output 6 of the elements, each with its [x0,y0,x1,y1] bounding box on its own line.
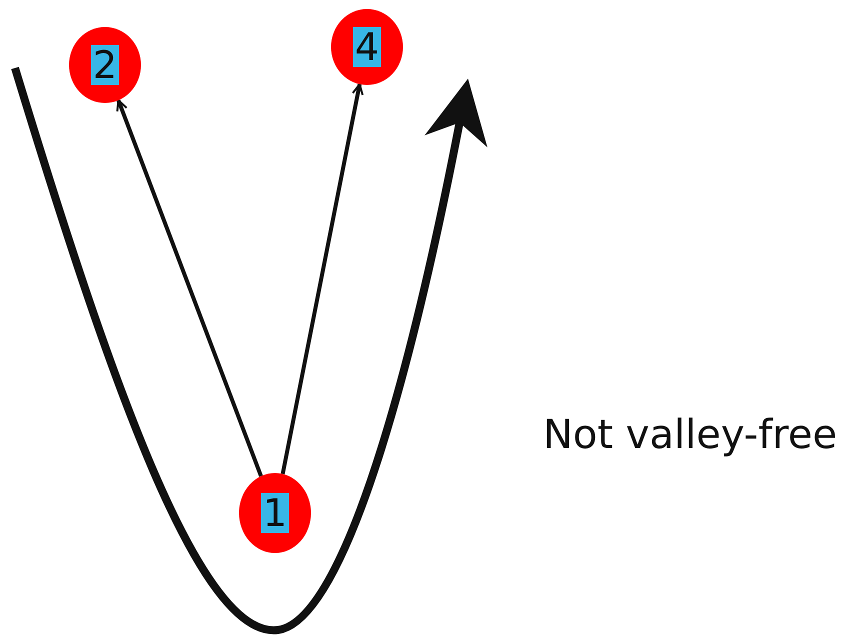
arrow [280,83,364,474]
node-number: 4 [352,27,382,67]
note-text: Not valley-free [543,412,838,458]
node-number: 1 [260,493,290,533]
arrow [116,99,263,477]
node-number: 2 [90,45,120,85]
